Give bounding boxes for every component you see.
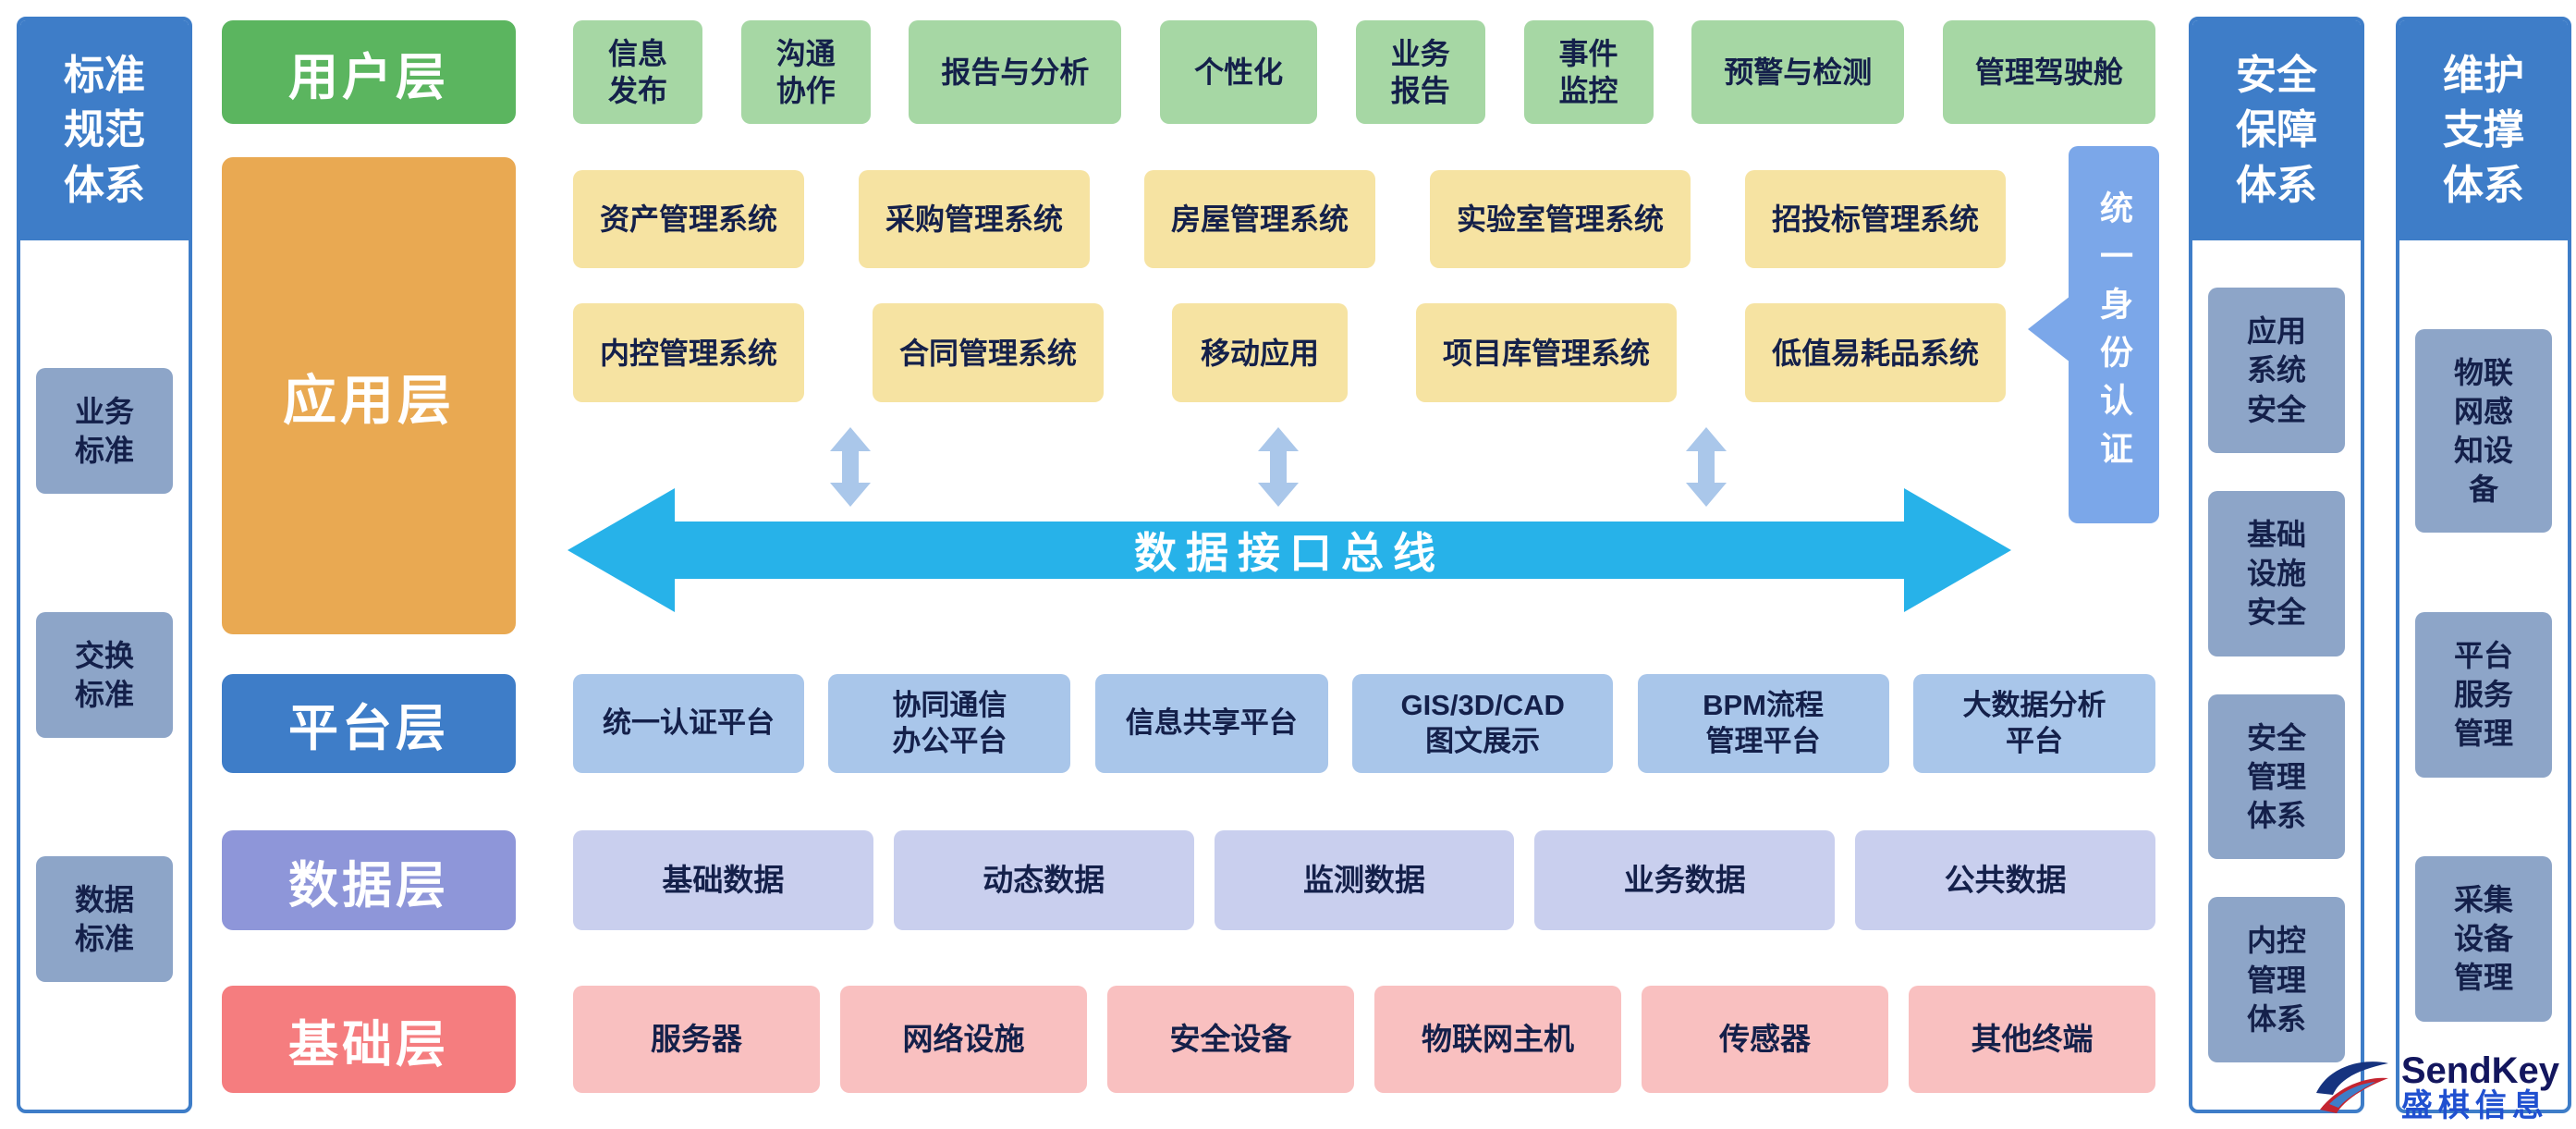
user-item: 预警与检测 [1691,20,1905,124]
app-item: 移动应用 [1172,303,1348,402]
standards-item: 数据 标准 [36,855,173,983]
unified-auth-box: 统一身份认证 [2028,146,2159,523]
bus-arrowhead-left-icon [568,488,675,612]
app-item: 项目库管理系统 [1416,303,1677,402]
platform-item: 统一认证平台 [573,674,804,773]
user-item: 个性化 [1160,20,1318,124]
base-item: 安全设备 [1107,986,1354,1093]
standards-item: 业务 标准 [36,367,173,495]
base-item: 传感器 [1642,986,1888,1093]
app-item: 合同管理系统 [873,303,1104,402]
standards-sidebar-items: 业务 标准 交换 标准 数据 标准 [20,240,189,1110]
sendkey-logo-icon [2315,1062,2388,1114]
data-item: 动态数据 [893,830,1194,930]
arrow-stem [1698,451,1715,483]
app-item: 低值易耗品系统 [1745,303,2006,402]
maintenance-item: 采集 设备 管理 [2415,855,2552,1022]
data-item: 基础数据 [573,830,873,930]
user-item: 沟通 协作 [740,20,871,124]
vertical-double-arrow-icon [1686,427,1727,507]
vendor-logo: SendKey 盛棋信息 [2311,1051,2559,1123]
standards-item: 交换 标准 [36,611,173,739]
logo-text-block: SendKey 盛棋信息 [2401,1051,2559,1123]
app-item: 招投标管理系统 [1745,170,2006,268]
data-item: 业务数据 [1534,830,1836,930]
security-item: 安全 管理 体系 [2208,693,2345,860]
layer-header-data: 数据层 [222,830,516,930]
platform-item: 信息共享平台 [1094,674,1328,773]
user-item: 报告与分析 [909,20,1122,124]
arrow-stem [1270,451,1287,483]
arrow-stem [842,451,859,483]
maintenance-sidebar: 维护 支撑 体系 物联 网感 知设 备 平台 服务 管理 采集 设备 管理 [2396,17,2571,1113]
standards-sidebar: 标准 规范 体系 业务 标准 交换 标准 数据 标准 [17,17,192,1113]
vertical-double-arrow-icon [1258,427,1299,507]
base-item: 服务器 [573,986,820,1093]
user-item: 管理驾驶舱 [1942,20,2155,124]
app-layer-row-2: 内控管理系统 合同管理系统 移动应用 项目库管理系统 低值易耗品系统 [573,303,2006,402]
layer-header-platform: 平台层 [222,674,516,773]
app-item: 资产管理系统 [573,170,804,268]
vertical-double-arrow-icon [830,427,871,507]
bus-label: 数据接口总线 [675,522,1904,579]
base-item: 其他终端 [1909,986,2155,1093]
base-item: 物联网主机 [1374,986,1621,1093]
platform-item: 大数据分析 平台 [1912,674,2155,773]
base-item: 网络设施 [840,986,1087,1093]
security-sidebar: 安全 保障 体系 应用 系统 安全 基础 设施 安全 安全 管理 体系 内控 管… [2189,17,2364,1113]
security-item: 基础 设施 安全 [2208,490,2345,657]
data-bus: 数据接口总线 [568,488,2011,612]
standards-sidebar-title: 标准 规范 体系 [20,20,189,241]
app-item: 采购管理系统 [859,170,1090,268]
user-item: 事件 监控 [1523,20,1654,124]
platform-item: GIS/3D/CAD 图文展示 [1352,674,1614,773]
platform-item: 协同通信 办公平台 [828,674,1071,773]
data-item: 公共数据 [1855,830,2155,930]
logo-company: 盛棋信息 [2400,1088,2549,1124]
platform-item: BPM流程 管理平台 [1637,674,1889,773]
app-item: 实验室管理系统 [1430,170,1691,268]
data-item: 监测数据 [1214,830,1515,930]
user-item: 业务 报告 [1355,20,1485,124]
arrow-up-icon [830,427,871,451]
bus-arrowhead-right-icon [1904,488,2011,612]
security-sidebar-title: 安全 保障 体系 [2192,20,2361,241]
base-layer-row: 服务器 网络设施 安全设备 物联网主机 传感器 其他终端 [573,986,2155,1093]
security-sidebar-items: 应用 系统 安全 基础 设施 安全 安全 管理 体系 内控 管理 体系 [2192,240,2361,1110]
arrow-up-icon [1686,427,1727,451]
logo-brand: SendKey [2400,1050,2559,1092]
maintenance-item: 物联 网感 知设 备 [2415,328,2552,534]
security-item: 应用 系统 安全 [2208,288,2345,453]
user-layer-row: 信息 发布 沟通 协作 报告与分析 个性化 业务 报告 事件 监控 预警与检测 … [573,20,2155,124]
arrow-down-icon [830,483,871,507]
maintenance-sidebar-title: 维护 支撑 体系 [2399,20,2568,241]
layer-header-user: 用户层 [222,20,516,124]
arrow-down-icon [1686,483,1727,507]
arrow-up-icon [1258,427,1299,451]
app-layer-row-1: 资产管理系统 采购管理系统 房屋管理系统 实验室管理系统 招投标管理系统 [573,170,2006,268]
auth-left-arrow-icon [2028,296,2070,362]
maintenance-sidebar-items: 物联 网感 知设 备 平台 服务 管理 采集 设备 管理 [2399,240,2568,1110]
auth-label: 统一身份认证 [2095,190,2133,479]
maintenance-item: 平台 服务 管理 [2415,611,2552,778]
layer-header-base: 基础层 [222,986,516,1093]
user-item: 信息 发布 [573,20,702,124]
data-layer-row: 基础数据 动态数据 监测数据 业务数据 公共数据 [573,830,2155,930]
app-item: 内控管理系统 [573,303,804,402]
app-item: 房屋管理系统 [1144,170,1375,268]
layer-header-app: 应用层 [222,157,516,634]
security-item: 内控 管理 体系 [2208,897,2345,1062]
arrow-down-icon [1258,483,1299,507]
platform-layer-row: 统一认证平台 协同通信 办公平台 信息共享平台 GIS/3D/CAD 图文展示 … [573,674,2155,773]
